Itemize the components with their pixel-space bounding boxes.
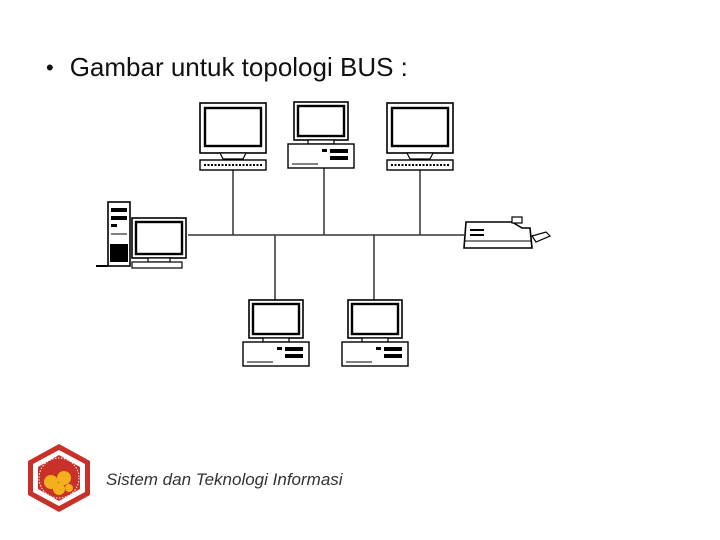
desktop-computer-icon — [340, 298, 410, 368]
desktop-computer-icon — [241, 298, 311, 368]
computer-monitor-keyboard-icon — [198, 101, 268, 172]
computer-monitor-keyboard-icon — [385, 101, 455, 172]
university-seal-icon — [28, 444, 90, 512]
printer-icon — [463, 216, 552, 249]
footer-text: Sistem dan Teknologi Informasi — [106, 470, 343, 489]
slide-title: • Gambar untuk topologi BUS : — [46, 52, 408, 83]
bullet-point: • — [46, 54, 54, 80]
slide-title-text: Gambar untuk topologi BUS : — [69, 52, 408, 82]
workstation-tower-icon — [96, 201, 187, 269]
desktop-computer-icon — [286, 100, 356, 170]
